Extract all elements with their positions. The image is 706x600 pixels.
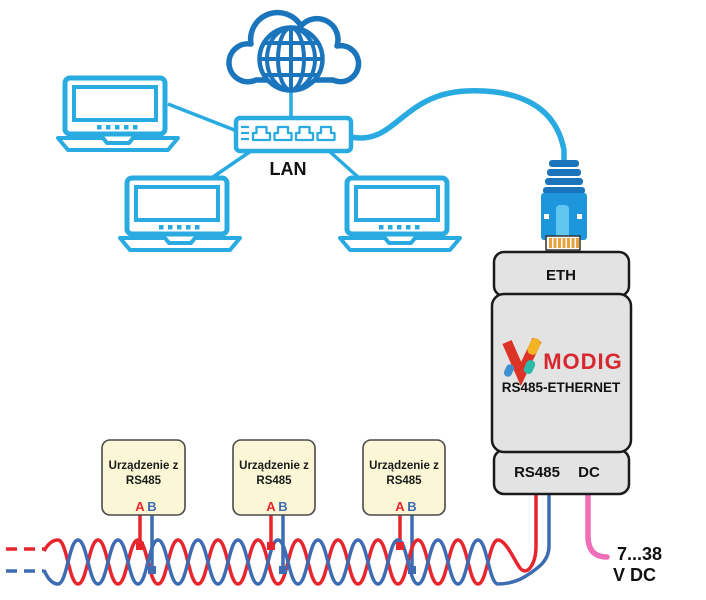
eth-port-label: ETH bbox=[546, 267, 576, 284]
wire-junction-node bbox=[136, 542, 144, 550]
dc-port-label: DC bbox=[578, 464, 600, 481]
terminal-b-label: B bbox=[278, 499, 287, 514]
modig-logo-icon bbox=[502, 337, 542, 387]
rj45-pins bbox=[549, 238, 579, 248]
twisted-pair-wire-b bbox=[42, 491, 551, 586]
laptop-icon-1 bbox=[58, 78, 178, 150]
device-name-line2: RS485 bbox=[386, 475, 422, 487]
lan-switch-icon bbox=[233, 115, 354, 154]
dc-power-wire bbox=[585, 488, 610, 560]
terminal-a-label: A bbox=[266, 499, 276, 514]
laptop-icon-3 bbox=[340, 178, 460, 250]
rs485-port-label: RS485 bbox=[514, 464, 560, 481]
device-name-line2: RS485 bbox=[256, 475, 292, 487]
lan-links bbox=[167, 88, 360, 179]
wire-junction-node bbox=[267, 542, 275, 550]
device-name-line2: RS485 bbox=[126, 475, 162, 487]
switch-led-lines bbox=[241, 125, 249, 141]
brand-name: MODIG bbox=[543, 349, 623, 374]
globe-icon bbox=[257, 25, 325, 93]
terminal-b-label: B bbox=[147, 499, 156, 514]
device-name-line1: Urządzenie z bbox=[239, 460, 309, 472]
laptop2-link-line bbox=[212, 149, 252, 179]
ethernet-cable bbox=[348, 88, 567, 167]
rs485-device-box-2: Urządzenie z RS485 A B bbox=[232, 439, 316, 516]
rs485-device-box-1: Urządzenie z RS485 A B bbox=[101, 439, 186, 516]
terminal-a-label: A bbox=[395, 499, 405, 514]
laptop1-link-line bbox=[167, 102, 238, 133]
wire-junction-node bbox=[148, 566, 156, 574]
power-range-line1: 7...38 bbox=[617, 544, 662, 564]
power-range-label: 7...38 V DC bbox=[613, 544, 662, 585]
twisted-pair-wire-a bbox=[42, 491, 538, 586]
laptop3-link-line bbox=[327, 149, 360, 179]
lan-label: LAN bbox=[270, 159, 307, 179]
wire-junction-node bbox=[396, 542, 404, 550]
model-name: RS485-ETHERNET bbox=[502, 380, 621, 395]
device-name-line1: Urządzenie z bbox=[369, 460, 439, 472]
laptop-icon-2 bbox=[120, 178, 240, 250]
wire-junction-node bbox=[408, 566, 416, 574]
device-name-line1: Urządzenie z bbox=[109, 460, 179, 472]
device-body bbox=[490, 292, 633, 454]
rs485-bus-wires bbox=[6, 488, 610, 586]
power-range-line2: V DC bbox=[613, 565, 656, 585]
terminal-a-label: A bbox=[135, 499, 145, 514]
internet-icon bbox=[226, 9, 362, 93]
rs485-device-box-3: Urządzenie z RS485 A B bbox=[362, 439, 446, 516]
wire-junction-node bbox=[279, 566, 287, 574]
terminal-b-label: B bbox=[407, 499, 416, 514]
converter-device: ETH MODIG RS485-ETHERNET RS485 DC bbox=[490, 250, 633, 496]
rj45-plug-icon bbox=[541, 160, 587, 251]
